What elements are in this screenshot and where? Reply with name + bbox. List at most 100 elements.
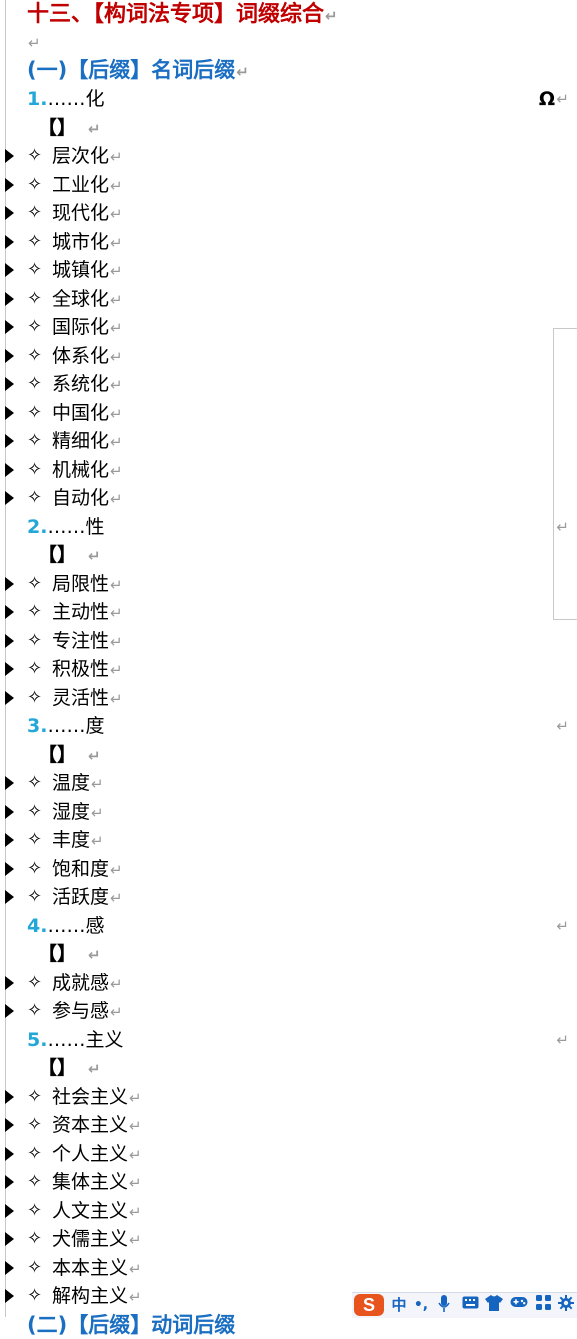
bracket-placeholder: 【】↵ (38, 741, 577, 769)
sparkle-bullet-icon: ✧ (27, 1200, 43, 1221)
list-item: ✧主动性↵ (0, 598, 548, 626)
side-scroll-panel[interactable] (553, 328, 577, 620)
collapse-triangle-icon[interactable] (5, 491, 14, 505)
punctuation-toggle[interactable]: •, (413, 1297, 429, 1313)
item-word: 局限性 (52, 573, 110, 595)
bracket-placeholder: 【】↵ (38, 1054, 577, 1082)
collapse-triangle-icon[interactable] (5, 890, 14, 904)
sparkle-bullet-icon: ✧ (27, 573, 43, 594)
sogou-logo-icon[interactable]: S (354, 1294, 384, 1316)
list-item: ✧城镇化↵ (0, 256, 548, 284)
section-heading: (一)【后缀】名词后缀↵ (27, 56, 575, 84)
collapse-triangle-icon[interactable] (5, 1175, 14, 1189)
microphone-icon[interactable] (436, 1295, 452, 1315)
paragraph-mark: ↵ (110, 633, 123, 651)
skin-shirt-icon[interactable] (484, 1295, 504, 1315)
list-item: ✧城市化↵ (0, 228, 548, 256)
collapse-triangle-icon[interactable] (5, 805, 14, 819)
list-item-text: 本本主义↵ (52, 1254, 142, 1283)
collapse-triangle-icon[interactable] (5, 634, 14, 648)
paragraph-mark: ↵ (110, 205, 123, 223)
list-item-text: 活跃度↵ (52, 883, 123, 912)
list-item-text: 全球化↵ (52, 285, 123, 314)
suffix-label: ……化 (47, 88, 105, 110)
item-word: 灵活性 (52, 687, 110, 709)
sparkle-bullet-icon: ✧ (27, 288, 43, 309)
list-item: ✧丰度↵ (0, 826, 548, 854)
item-word: 精细化 (52, 430, 110, 452)
item-word: 体系化 (52, 345, 110, 367)
collapse-triangle-icon[interactable] (5, 320, 14, 334)
collapse-triangle-icon[interactable] (5, 1289, 14, 1303)
suffix-label: ……主义 (47, 1029, 124, 1051)
collapse-triangle-icon[interactable] (5, 833, 14, 847)
collapse-triangle-icon[interactable] (5, 1090, 14, 1104)
list-item: ✧资本主义↵ (0, 1111, 548, 1139)
item-word: 人文主义 (52, 1200, 129, 1222)
collapse-triangle-icon[interactable] (5, 349, 14, 363)
paragraph-mark: ↵ (110, 576, 123, 594)
keyboard-icon[interactable] (460, 1295, 480, 1315)
sparkle-bullet-icon: ✧ (27, 1257, 43, 1278)
list-item: ✧人文主义↵ (0, 1197, 548, 1225)
list-number: 4. (27, 915, 48, 937)
apps-grid-icon[interactable] (534, 1295, 552, 1315)
paragraph-mark: ↵ (129, 1231, 142, 1249)
collapse-triangle-icon[interactable] (5, 662, 14, 676)
collapse-triangle-icon[interactable] (5, 463, 14, 477)
paragraph-mark: ↵ (110, 661, 123, 679)
suffix-label: ……性 (47, 516, 105, 538)
suffix-label: ……感 (47, 915, 105, 937)
collapse-triangle-icon[interactable] (5, 1147, 14, 1161)
settings-gear-icon[interactable] (557, 1295, 575, 1315)
item-word: 活跃度 (52, 886, 110, 908)
sparkle-bullet-icon: ✧ (27, 174, 43, 195)
list-heading: 3.……度↵ (27, 712, 575, 740)
paragraph-mark: ↵ (110, 148, 123, 166)
paragraph-mark: ↵ (129, 1146, 142, 1164)
paragraph-mark: ↵ (110, 690, 123, 708)
list-item: ✧机械化↵ (0, 456, 548, 484)
list-item: ✧系统化↵ (0, 370, 548, 398)
game-icon[interactable] (509, 1295, 529, 1315)
list-item-text: 湿度↵ (52, 798, 104, 827)
item-word: 社会主义 (52, 1086, 129, 1108)
collapse-triangle-icon[interactable] (5, 862, 14, 876)
list-item: ✧活跃度↵ (0, 883, 548, 911)
collapse-triangle-icon[interactable] (5, 178, 14, 192)
collapse-triangle-icon[interactable] (5, 149, 14, 163)
collapse-triangle-icon[interactable] (5, 206, 14, 220)
collapse-triangle-icon[interactable] (5, 691, 14, 705)
collapse-triangle-icon[interactable] (5, 577, 14, 591)
collapse-triangle-icon[interactable] (5, 377, 14, 391)
paragraph-mark: ↵ (556, 518, 569, 536)
collapse-triangle-icon[interactable] (5, 1261, 14, 1275)
collapse-triangle-icon[interactable] (5, 1118, 14, 1132)
collapse-triangle-icon[interactable] (5, 976, 14, 990)
list-item-text: 温度↵ (52, 769, 104, 798)
collapse-triangle-icon[interactable] (5, 1004, 14, 1018)
paragraph-mark: ↵ (110, 405, 123, 423)
collapse-triangle-icon[interactable] (5, 263, 14, 277)
collapse-triangle-icon[interactable] (5, 605, 14, 619)
list-item-text: 系统化↵ (52, 370, 123, 399)
collapse-triangle-icon[interactable] (5, 1204, 14, 1218)
paragraph-mark: ↵ (129, 1260, 142, 1278)
collapse-triangle-icon[interactable] (5, 776, 14, 790)
collapse-triangle-icon[interactable] (5, 406, 14, 420)
collapse-triangle-icon[interactable] (5, 235, 14, 249)
list-item-text: 城镇化↵ (52, 256, 123, 285)
ime-mode-toggle[interactable]: 中 (391, 1296, 407, 1314)
collapse-triangle-icon[interactable] (5, 292, 14, 306)
list-item: ✧国际化↵ (0, 313, 548, 341)
item-word: 犬儒主义 (52, 1228, 129, 1250)
list-item: ✧ 局限性↵ (0, 570, 548, 598)
collapse-triangle-icon[interactable] (5, 434, 14, 448)
sparkle-bullet-icon: ✧ (27, 972, 43, 993)
paragraph-mark: ↵ (28, 34, 41, 52)
list-item-text: 专注性↵ (52, 627, 123, 656)
sparkle-bullet-icon: ✧ (27, 1000, 43, 1021)
collapse-triangle-icon[interactable] (5, 1232, 14, 1246)
list-item-text: 机械化↵ (52, 456, 123, 485)
